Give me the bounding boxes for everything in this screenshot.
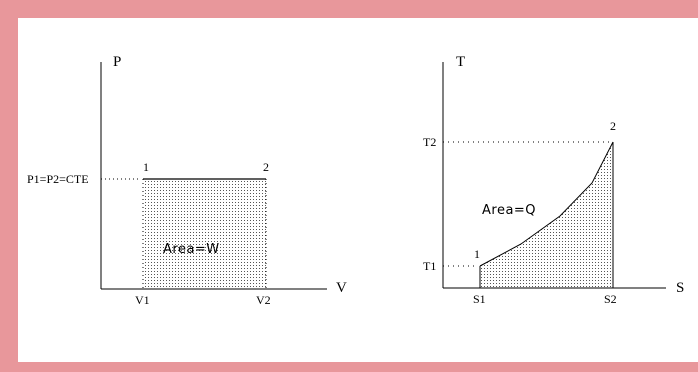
pv-work-area xyxy=(143,179,266,287)
pv-point1-label: 1 xyxy=(143,160,149,174)
ts-diagram: T S T2 T1 1 2 S1 S2 Area=Q xyxy=(423,54,684,306)
pv-area-label: Area=W xyxy=(163,242,220,257)
pv-pressure-label: P1=P2=CTE xyxy=(27,172,89,186)
pv-x-axis-label: V xyxy=(336,280,347,296)
ts-s2-tick-label: S2 xyxy=(604,292,617,306)
pv-point2-label: 2 xyxy=(263,160,269,174)
pv-diagram: P V P1=P2=CTE 1 2 V1 V2 Area=W xyxy=(27,54,347,307)
ts-y-axis-label: T xyxy=(456,54,465,70)
ts-x-axis-label: S xyxy=(676,280,684,296)
ts-t1-tick-label: T1 xyxy=(423,259,436,273)
ts-area-label: Area=Q xyxy=(482,203,536,218)
pv-v2-tick-label: V2 xyxy=(256,293,271,307)
ts-t2-tick-label: T2 xyxy=(423,135,436,149)
ts-heat-area xyxy=(480,142,613,288)
ts-s1-tick-label: S1 xyxy=(473,292,486,306)
pv-v1-tick-label: V1 xyxy=(135,293,150,307)
ts-process-curve xyxy=(479,141,614,267)
ts-point1-label: 1 xyxy=(474,247,480,261)
ts-point2-label: 2 xyxy=(610,119,616,133)
pv-y-axis-label: P xyxy=(113,54,121,70)
